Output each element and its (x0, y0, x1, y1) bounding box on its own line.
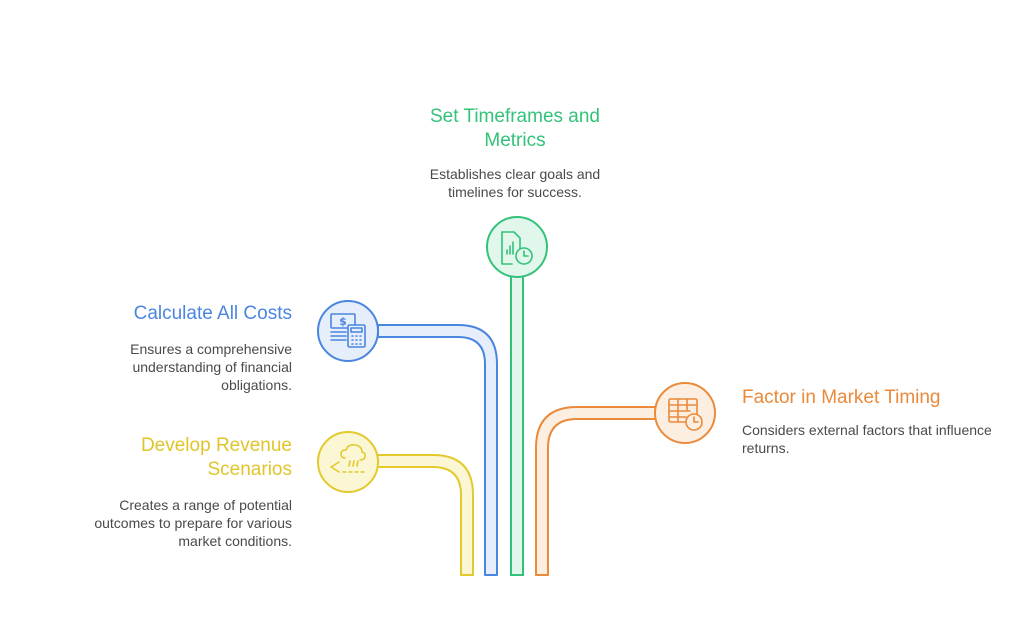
money-calculator-icon: $ (330, 313, 366, 348)
timeframes-title: Set Timeframes and Metrics (429, 106, 601, 151)
rain-cloud-forecast-icon (330, 444, 366, 473)
costs-description: Ensures a comprehensive understanding of… (130, 341, 292, 393)
revenue-node (317, 431, 379, 493)
costs-title: Calculate All Costs (133, 303, 292, 324)
svg-text:$: $ (339, 315, 347, 328)
timeframes-node (486, 216, 548, 278)
timeframes-connector-pipe (510, 275, 524, 576)
timing-title: Factor in Market Timing (742, 387, 941, 408)
costs-node: $ (317, 300, 379, 362)
timeframes-description: Establishes clear goals and timelines fo… (429, 166, 601, 200)
table-clock-icon (668, 398, 703, 431)
timing-connector-pipe (535, 406, 658, 576)
report-clock-icon (501, 231, 533, 265)
costs-connector-pipe (377, 324, 498, 576)
revenue-description: Creates a range of potential outcomes to… (94, 497, 292, 549)
revenue-connector-pipe (375, 454, 474, 576)
timing-node (654, 382, 716, 444)
revenue-title: Develop Revenue Scenarios (140, 435, 292, 480)
timing-description: Considers external factors that influenc… (742, 422, 992, 456)
